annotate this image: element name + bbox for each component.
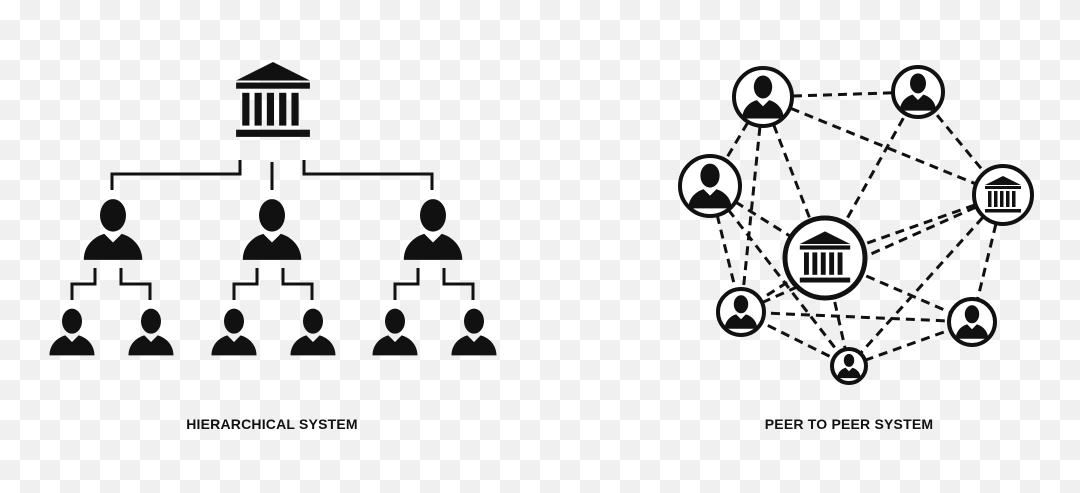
peer-node: [947, 297, 997, 347]
manager-person-icon: [83, 199, 143, 260]
peer-node: [716, 287, 766, 337]
peer-to-peer-system-caption: PEER TO PEER SYSTEM: [764, 416, 934, 432]
member-person-icon: [211, 308, 257, 356]
manager-person-icon: [242, 199, 302, 260]
peer-node: [678, 154, 742, 218]
member-person-icon: [451, 308, 497, 356]
member-person-icon: [372, 308, 418, 356]
hierarchical-system: [49, 62, 497, 356]
peer-node: [830, 347, 868, 385]
hierarchy-connectors: [70, 160, 475, 300]
member-person-icon: [128, 308, 174, 356]
central-bank-node: [782, 215, 868, 301]
peer-bank-node: [972, 164, 1034, 226]
peer-node: [891, 65, 945, 119]
member-person-icon: [49, 308, 95, 356]
manager-person-icon: [403, 199, 463, 260]
member-person-icon: [290, 308, 336, 356]
hierarchical-system-caption: HIERARCHICAL SYSTEM: [186, 416, 358, 432]
peer-node: [732, 66, 794, 128]
central-bank-icon: [236, 62, 310, 137]
peer-to-peer-system: [678, 65, 1034, 385]
